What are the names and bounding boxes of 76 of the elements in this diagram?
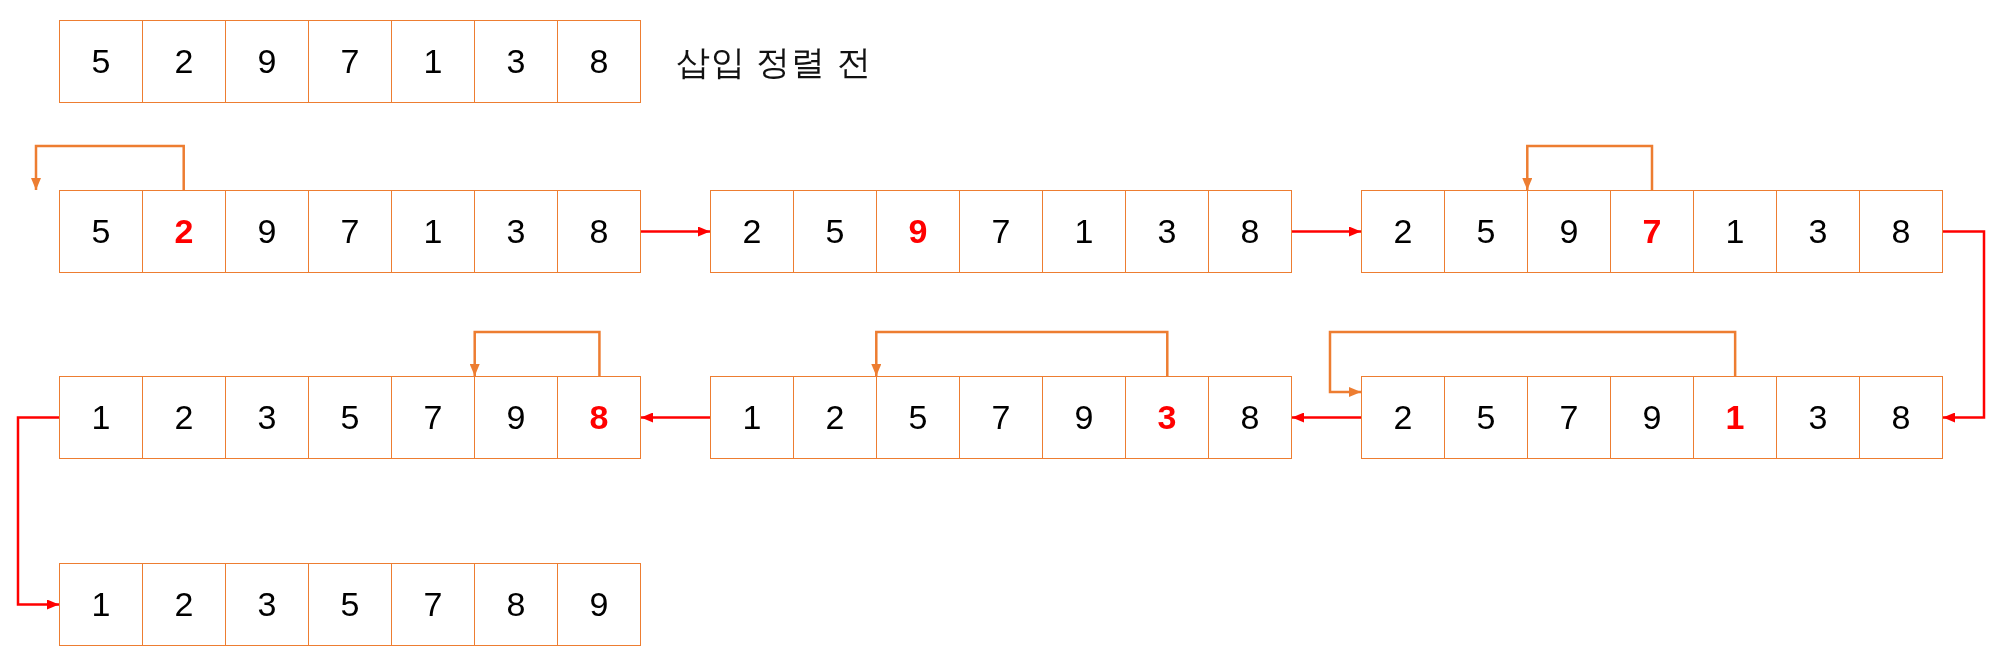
number: 5 <box>1476 398 1496 437</box>
number: 3 <box>1157 212 1177 251</box>
array-label: 삽입 정렬 전 <box>676 41 872 82</box>
arrow <box>641 412 710 423</box>
number: 9 <box>257 212 277 251</box>
number: 2 <box>1393 212 1413 251</box>
number: 7 <box>1559 398 1579 437</box>
array-frame <box>710 376 1292 459</box>
arrow <box>641 226 710 237</box>
number: 9 <box>1642 398 1662 437</box>
number: 5 <box>340 585 360 624</box>
number: 1 <box>423 212 443 251</box>
arrow <box>1522 144 1654 190</box>
number: 7 <box>423 585 443 624</box>
number: 8 <box>589 42 609 81</box>
arrow <box>1943 230 1986 423</box>
highlighted-number: 9 <box>908 212 928 251</box>
number: 9 <box>506 398 526 437</box>
number: 1 <box>742 398 762 437</box>
array-frame <box>59 20 641 103</box>
highlighted-number: 7 <box>1642 212 1662 251</box>
number: 3 <box>257 398 277 437</box>
number: 5 <box>908 398 928 437</box>
arrow <box>1292 412 1361 423</box>
number: 9 <box>1074 398 1094 437</box>
array-frame <box>59 190 641 273</box>
highlighted-number: 1 <box>1725 398 1745 437</box>
arrow <box>469 330 601 376</box>
number: 5 <box>1476 212 1496 251</box>
number: 1 <box>1725 212 1745 251</box>
number: 1 <box>1074 212 1094 251</box>
highlighted-number: 2 <box>174 212 194 251</box>
number: 2 <box>1393 398 1413 437</box>
arrow <box>1328 330 1737 397</box>
number: 2 <box>825 398 845 437</box>
highlighted-number: 3 <box>1157 398 1177 437</box>
number: 9 <box>589 585 609 624</box>
number: 8 <box>1240 398 1260 437</box>
arrow <box>31 144 185 190</box>
number: 3 <box>1808 398 1828 437</box>
array-frame <box>710 190 1292 273</box>
number: 3 <box>506 42 526 81</box>
number: 5 <box>340 398 360 437</box>
number: 5 <box>825 212 845 251</box>
arrow <box>16 416 59 610</box>
number: 2 <box>174 585 194 624</box>
number: 7 <box>991 398 1011 437</box>
array-frame <box>1361 190 1943 273</box>
array-frame <box>59 376 641 459</box>
array-frame <box>59 563 641 646</box>
arrow <box>1292 226 1361 237</box>
number: 7 <box>991 212 1011 251</box>
number: 1 <box>91 585 111 624</box>
number: 7 <box>340 42 360 81</box>
number: 9 <box>257 42 277 81</box>
number: 2 <box>742 212 762 251</box>
number: 3 <box>506 212 526 251</box>
number: 3 <box>1808 212 1828 251</box>
number: 7 <box>423 398 443 437</box>
number: 8 <box>1891 212 1911 251</box>
number: 1 <box>91 398 111 437</box>
number: 5 <box>91 212 111 251</box>
highlighted-number: 8 <box>589 398 609 437</box>
number: 3 <box>257 585 277 624</box>
number: 9 <box>1559 212 1579 251</box>
number: 2 <box>174 398 194 437</box>
number: 8 <box>1240 212 1260 251</box>
array-frame <box>1361 376 1943 459</box>
number: 8 <box>1891 398 1911 437</box>
arrow <box>871 330 1169 376</box>
number: 1 <box>423 42 443 81</box>
number: 7 <box>340 212 360 251</box>
number: 5 <box>91 42 111 81</box>
number: 8 <box>589 212 609 251</box>
number: 2 <box>174 42 194 81</box>
number: 8 <box>506 585 526 624</box>
